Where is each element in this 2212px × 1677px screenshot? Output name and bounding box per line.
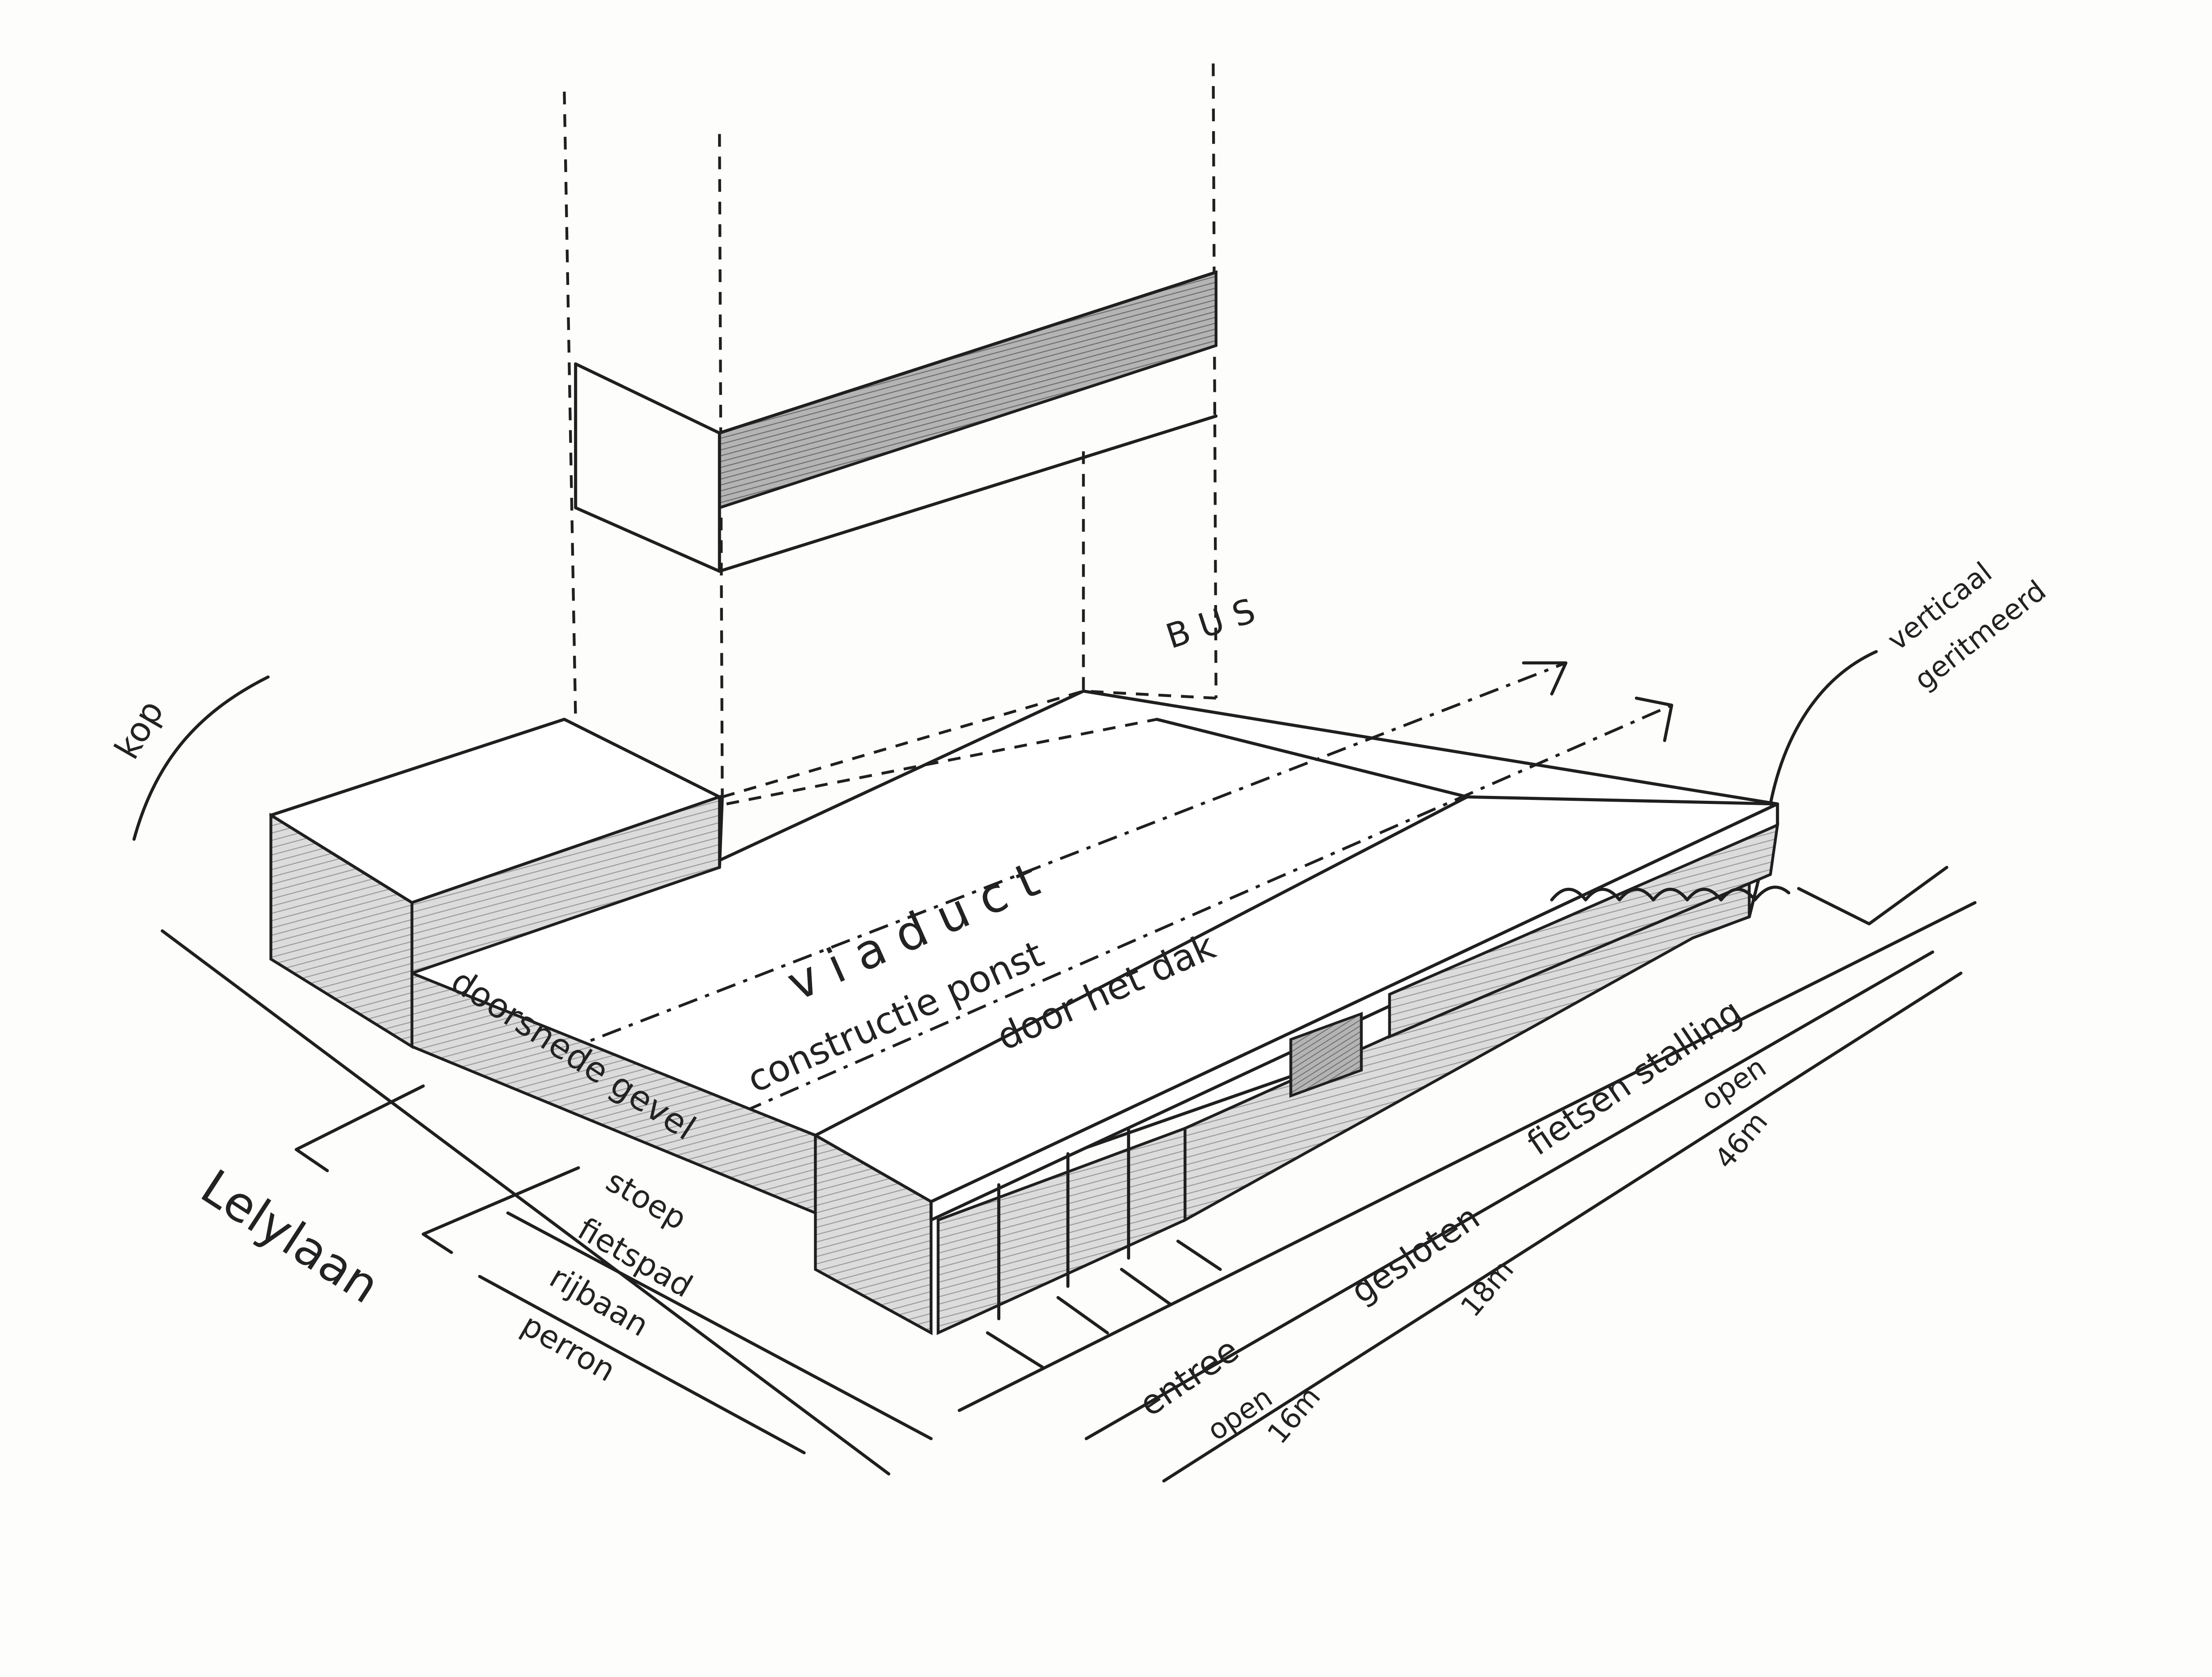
label-16m: 16m [1261, 1380, 1327, 1450]
fietsenstalling-bar [813, 795, 1791, 1335]
label-lelylaan: Lelylaan [191, 1159, 389, 1314]
entrance-arrow-1 [986, 1331, 1046, 1370]
street-line-1 [161, 929, 891, 1475]
arrow-head-2 [1634, 696, 1673, 742]
lelylaan-arrow-1 [294, 1084, 425, 1172]
street-lines [132, 650, 1977, 1483]
entrance-arrow-2 [1056, 1296, 1109, 1335]
annotation-leader [1769, 650, 1878, 806]
scalloped-roofline [1550, 886, 1791, 902]
dim-line-top [1085, 950, 1935, 1440]
label-kop: kop [107, 693, 171, 766]
kop-block [269, 717, 817, 1216]
tower-edge-right [1212, 63, 1217, 698]
label-bus: B U S [1161, 591, 1260, 656]
tower-glazing-band [718, 270, 1217, 510]
tower-edge-left [563, 91, 577, 720]
tower-footprint [722, 689, 1216, 799]
bar-upper-rhythm [1388, 823, 1779, 1039]
label-open-2: open [1695, 1050, 1772, 1117]
street-line-2 [506, 1211, 933, 1440]
kop-facade-side [410, 795, 721, 976]
platform-edge [957, 901, 1977, 1412]
kop-arc-arrow [132, 675, 270, 841]
leader-line [1797, 865, 1948, 926]
arrow-head-1 [1522, 661, 1568, 696]
perron-line [478, 1275, 806, 1454]
bar-end-facade [814, 1133, 933, 1335]
dim-line-bottom [1162, 972, 1963, 1483]
tower-edge-front [718, 134, 724, 797]
label-open-1: open [1201, 1380, 1278, 1447]
tower [563, 63, 1218, 799]
label-46m: 46m [1708, 1105, 1774, 1175]
entrance-arrow-4 [1176, 1240, 1222, 1271]
lelylaan-arrow-2 [421, 1166, 580, 1254]
window [1289, 1012, 1363, 1098]
cut-line-2 [705, 704, 1672, 1130]
roof-opening-edge [726, 718, 1157, 806]
entrance-arrow-3 [1120, 1268, 1172, 1306]
cut-line-1 [564, 661, 1567, 1052]
